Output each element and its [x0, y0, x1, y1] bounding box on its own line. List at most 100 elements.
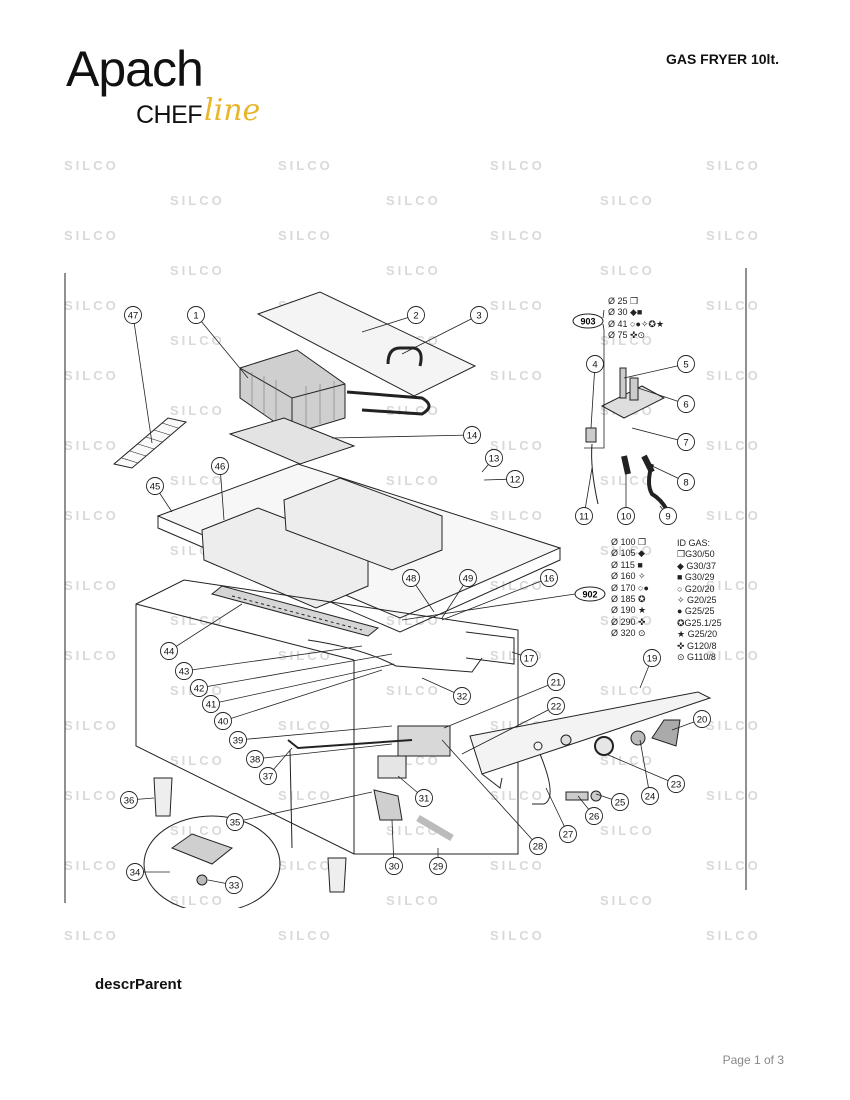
callout-number: 35	[230, 818, 241, 829]
crumb-rail-shape	[112, 417, 188, 469]
legend-row: Ø 170 ○●	[611, 582, 649, 593]
callout-circle-47	[124, 306, 142, 324]
callout-number: 3	[476, 311, 481, 322]
detail-part-shape	[170, 833, 234, 865]
callout-number: 10	[621, 512, 632, 523]
callout-number: 39	[233, 736, 244, 747]
callout-circle-46	[211, 457, 229, 475]
leader-line-22	[461, 705, 557, 755]
assembly-903-text: 903	[580, 317, 595, 327]
legend-row: Ø 160 ✧	[611, 571, 646, 582]
callout-circle-27	[559, 825, 577, 843]
page-number: Page 1 of 3	[722, 1053, 784, 1067]
legend-row: Ø 30 ◆■	[608, 307, 643, 318]
callout-number: 27	[563, 830, 574, 841]
callout-number: 40	[218, 717, 229, 728]
leader-line-23	[605, 753, 677, 785]
leader-line-42	[198, 653, 393, 689]
pipe-vertical	[289, 749, 293, 849]
callout-number: 30	[389, 862, 400, 873]
leader-line-14	[331, 434, 473, 439]
callout-circle-42	[190, 679, 208, 697]
callout-circle-10	[617, 507, 635, 525]
callout-circle-9	[659, 507, 677, 525]
callout-circle-17	[520, 649, 538, 667]
callout-number: 7	[683, 438, 688, 449]
callout-circle-39	[229, 731, 247, 749]
callout-number: 41	[206, 700, 217, 711]
gas-pipe-37	[287, 739, 413, 750]
callout-number: 44	[164, 647, 175, 658]
legend-row: ○ G20/20	[677, 583, 715, 594]
gas-pipe-upper	[307, 639, 483, 673]
callout-number: 47	[128, 311, 139, 322]
watermark-text: SILCO	[64, 228, 119, 243]
pilot-part-5	[619, 367, 627, 399]
well-right-shape	[283, 477, 443, 571]
callout-number: 32	[457, 692, 468, 703]
thermocouple-27	[532, 753, 551, 805]
callout-number: 45	[150, 482, 161, 493]
callout-circle-37	[259, 767, 277, 785]
brand-logo-chef: CHEF	[136, 101, 203, 129]
pilot-part-10	[621, 455, 631, 475]
detail-oval	[143, 815, 281, 908]
callout-circle-11	[575, 507, 593, 525]
knob-bezel-23	[594, 736, 614, 756]
callout-circle-16	[540, 569, 558, 587]
watermark-text: SILCO	[706, 928, 761, 943]
crumb-rail-slots	[121, 422, 179, 464]
watermark-text: SILCO	[278, 228, 333, 243]
pipe-17	[465, 631, 515, 665]
watermark-text: SILCO	[386, 193, 441, 208]
callout-number: 14	[467, 431, 478, 442]
pilot-cable-9	[647, 463, 670, 513]
cabinet-body	[135, 579, 519, 855]
callout-number: 11	[579, 512, 589, 523]
legend-row: ■ G30/29	[677, 572, 715, 583]
callout-number: 34	[130, 868, 141, 879]
watermark-text: SILCO	[706, 158, 761, 173]
legend-row: Ø 185 ✪	[611, 594, 646, 605]
callout-circle-49	[459, 569, 477, 587]
worktop-front-edge	[157, 516, 561, 633]
legend-row: Ø 115 ■	[611, 559, 643, 570]
assembly-902-label: 902	[401, 586, 606, 621]
handle-30	[373, 789, 403, 821]
legend-gas-title: ID GAS:	[677, 538, 711, 548]
legend-row: Ø 41 ○●✧✪★	[608, 318, 665, 329]
callout-circle-12	[506, 470, 524, 488]
legend-gas-types: ID GAS: ❒G30/50 ◆ G30/37 ■ G30/29 ○ G20/…	[677, 538, 722, 663]
legend-row: Ø 190 ★	[611, 605, 647, 616]
leader-line-43	[183, 645, 363, 672]
callout-circle-5	[677, 355, 695, 373]
legend-injectors-902: Ø 100 ❒ Ø 105 ◆ Ø 115 ■ Ø 160 ✧ Ø 170 ○●…	[611, 537, 649, 640]
legend-row: Ø 290 ✜	[611, 616, 646, 627]
legend-row: ★ G25/20	[677, 629, 718, 640]
leader-line-46	[219, 465, 225, 521]
basket-shape	[239, 349, 346, 435]
leader-line-41	[210, 663, 395, 705]
brand-logo: Apach CHEF line	[66, 44, 266, 130]
callout-number: 1	[193, 311, 198, 322]
legend-row: ✜ G120/8	[677, 640, 717, 651]
leg-bottom	[327, 857, 347, 893]
callout-circle-43	[175, 662, 193, 680]
callout-number: 21	[551, 678, 562, 689]
legend-row: Ø 75 ✜⊙	[608, 330, 646, 341]
callout-circle-6	[677, 395, 695, 413]
callout-number: 29	[433, 862, 444, 873]
callout-circle-36	[120, 791, 138, 809]
leader-line-7	[631, 427, 687, 443]
lid-shape	[256, 291, 477, 397]
callout-number: 33	[229, 881, 240, 892]
document-title: GAS FRYER 10lt.	[665, 51, 779, 67]
leader-line-40	[222, 669, 383, 722]
pilot-part-6	[629, 377, 639, 401]
callout-circle-40	[214, 712, 232, 730]
legend-row: ✧ G20/25	[677, 595, 717, 606]
watermark-text: SILCO	[278, 158, 333, 173]
knob-20	[651, 719, 681, 747]
legend-row: ✪G25.1/25	[677, 617, 722, 628]
